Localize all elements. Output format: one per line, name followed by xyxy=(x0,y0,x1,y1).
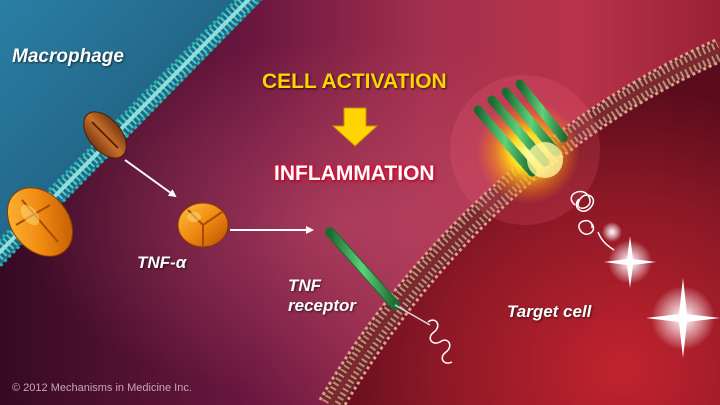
tnf-receptor xyxy=(325,227,453,364)
activated-receptor-cluster xyxy=(450,75,615,251)
tnf-receptor-label: TNF receptor xyxy=(288,276,356,316)
tnf-receptor-label-line2: receptor xyxy=(288,296,357,315)
copyright-notice: © 2012 Mechanisms in Medicine Inc. xyxy=(12,382,192,394)
target-cell-label: Target cell xyxy=(507,302,592,321)
tnf-alpha-molecule xyxy=(177,202,229,248)
down-arrow-icon xyxy=(331,107,379,147)
tnf-precursor-protein xyxy=(6,187,74,257)
target-cell-membrane xyxy=(318,38,720,405)
macrophage-label: Macrophage xyxy=(12,46,124,67)
sparkle-icon xyxy=(646,278,720,358)
sparkle-icon xyxy=(602,222,622,242)
tnf-alpha-label: TNF-α xyxy=(137,253,187,272)
sparkle-icon xyxy=(604,236,656,288)
inflammation-label: INFLAMMATION xyxy=(274,162,435,185)
membrane-channel-protein xyxy=(83,111,127,159)
tnf-receptor-label-line1: TNF xyxy=(288,276,322,295)
arrow-right-icon xyxy=(124,159,177,198)
cell-activation-label: CELL ACTIVATION xyxy=(262,70,447,93)
target-cell-interior xyxy=(330,50,720,405)
